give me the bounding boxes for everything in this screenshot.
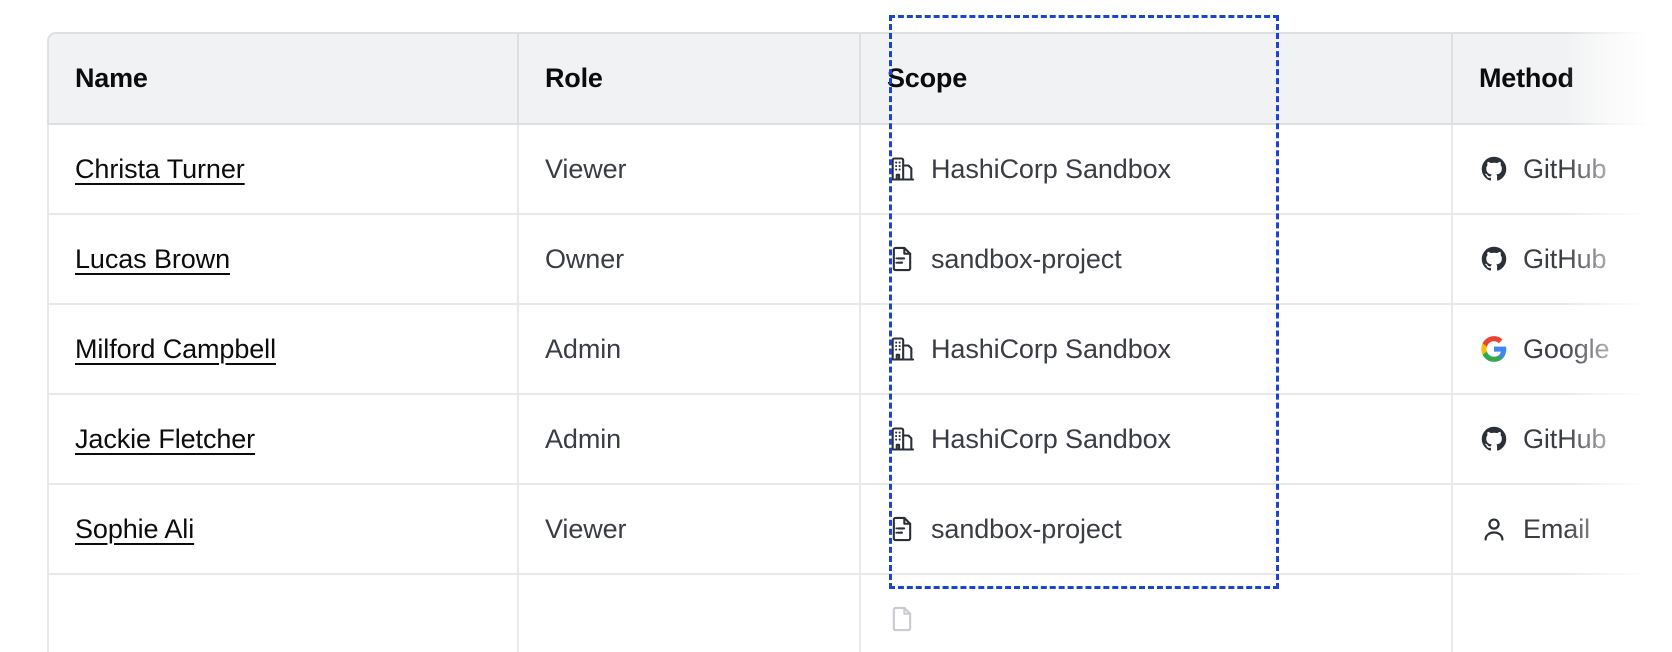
member-name-link[interactable]: Jackie Fletcher: [75, 423, 256, 454]
column-header-role[interactable]: Role: [519, 32, 861, 125]
method-label: GitHub: [1523, 153, 1607, 184]
table-header: Name Role Scope Method: [47, 32, 1672, 125]
cell-scope: HashiCorp Sandbox: [861, 395, 1453, 485]
table-row: [47, 575, 1672, 652]
cell-scope: HashiCorp Sandbox: [861, 125, 1453, 215]
cell-role: Viewer: [519, 125, 861, 215]
organization-icon: [887, 424, 917, 454]
cell-name: Christa Turner: [47, 125, 519, 215]
member-name-link[interactable]: Lucas Brown: [75, 243, 230, 274]
cell-scope: [861, 575, 1453, 652]
organization-icon: [887, 154, 917, 184]
cell-name: Jackie Fletcher: [47, 395, 519, 485]
cell-name: Lucas Brown: [47, 215, 519, 305]
cell-method: GitHub: [1453, 215, 1672, 305]
cell-role: Admin: [519, 305, 861, 395]
table-row: Milford Campbell Admin: [47, 305, 1672, 395]
cell-method: GitHub: [1453, 125, 1672, 215]
scope-label: HashiCorp Sandbox: [931, 333, 1171, 364]
table-header-row: Name Role Scope Method: [47, 32, 1672, 125]
column-header-method[interactable]: Method: [1453, 32, 1672, 125]
github-icon: [1479, 424, 1509, 454]
method-label: GitHub: [1523, 423, 1607, 454]
column-header-name[interactable]: Name: [47, 32, 519, 125]
cell-name: [47, 575, 519, 652]
column-header-scope[interactable]: Scope: [861, 32, 1453, 125]
members-table: Name Role Scope Method Christa Turner Vi…: [47, 32, 1672, 652]
cell-scope: sandbox-project: [861, 215, 1453, 305]
member-name-link[interactable]: Milford Campbell: [75, 333, 276, 364]
cell-name: Sophie Ali: [47, 485, 519, 575]
member-name-link[interactable]: Sophie Ali: [75, 513, 195, 544]
cell-scope: HashiCorp Sandbox: [861, 305, 1453, 395]
members-table-scroll-container[interactable]: Name Role Scope Method Christa Turner Vi…: [47, 32, 1672, 652]
scope-label: HashiCorp Sandbox: [931, 423, 1171, 454]
cell-role: Owner: [519, 215, 861, 305]
cell-role: Admin: [519, 395, 861, 485]
method-label: Email: [1523, 513, 1591, 544]
scope-label: sandbox-project: [931, 243, 1122, 274]
method-label: GitHub: [1523, 243, 1607, 274]
github-icon: [1479, 244, 1509, 274]
cell-method: [1453, 575, 1672, 652]
table-row: Sophie Ali Viewer: [47, 485, 1672, 575]
cell-name: Milford Campbell: [47, 305, 519, 395]
person-icon: [1479, 514, 1509, 544]
table-row: Lucas Brown Owner: [47, 215, 1672, 305]
cell-role: [519, 575, 861, 652]
cell-role: Viewer: [519, 485, 861, 575]
project-icon: [887, 604, 917, 634]
project-icon: [887, 514, 917, 544]
scope-label: HashiCorp Sandbox: [931, 153, 1171, 184]
github-icon: [1479, 154, 1509, 184]
scope-label: sandbox-project: [931, 513, 1122, 544]
cell-method: Google: [1453, 305, 1672, 395]
google-icon: [1479, 334, 1509, 364]
project-icon: [887, 244, 917, 274]
organization-icon: [887, 334, 917, 364]
cell-method: Email: [1453, 485, 1672, 575]
method-label: Google: [1523, 333, 1610, 364]
cell-scope: sandbox-project: [861, 485, 1453, 575]
table-body: Christa Turner Viewer: [47, 125, 1672, 652]
table-row: Jackie Fletcher Admin: [47, 395, 1672, 485]
table-row: Christa Turner Viewer: [47, 125, 1672, 215]
member-name-link[interactable]: Christa Turner: [75, 153, 245, 184]
cell-method: GitHub: [1453, 395, 1672, 485]
